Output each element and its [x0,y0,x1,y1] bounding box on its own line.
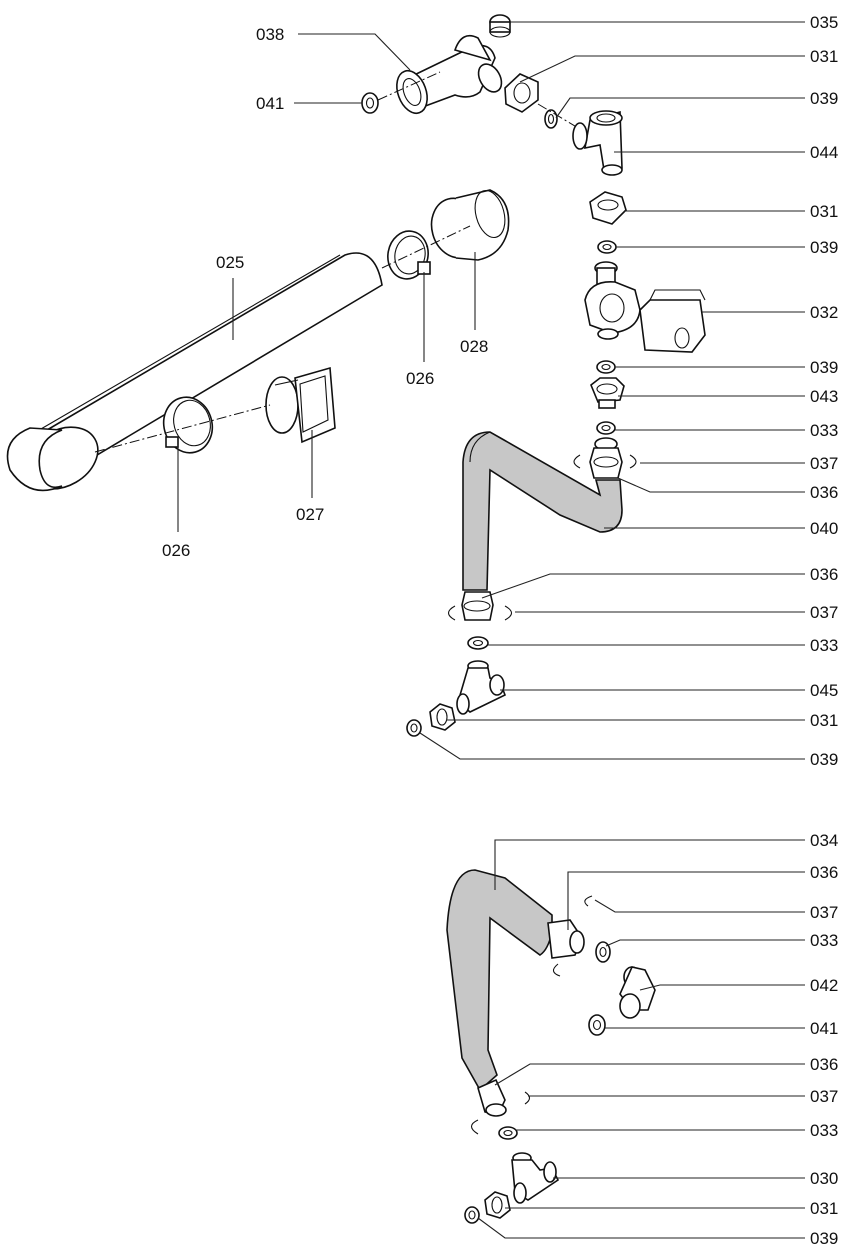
label-036-b: 036 [810,565,838,584]
label-033-a: 033 [810,421,838,440]
label-032: 032 [810,303,838,322]
clip-037-lg2 [552,963,561,977]
tee-fitting-038 [396,34,503,115]
label-030: 030 [810,1169,838,1188]
nut-031-lg [484,1191,511,1219]
callout-labels: 035 031 039 044 031 039 032 039 043 033 … [162,13,838,1248]
label-043: 043 [810,387,838,406]
label-033-d: 033 [810,1121,838,1140]
label-045: 045 [810,681,838,700]
clamp-026-upper [387,230,431,280]
clip-037-lower-left [447,605,456,621]
connector-036-lower-group-lower [477,1078,507,1117]
washer-039-second [597,240,617,254]
clip-037-right [629,454,637,469]
clip-037-lower-right [504,605,513,621]
label-037-a: 037 [810,454,838,473]
label-042: 042 [810,976,838,995]
label-027: 027 [296,505,324,524]
washer-039-lower [406,719,422,737]
label-031-c: 031 [810,711,838,730]
washer-041-upper [361,92,379,114]
label-031-b: 031 [810,202,838,221]
label-039-c: 039 [810,358,838,377]
label-037-d: 037 [810,1087,838,1106]
clip-037-lg3 [524,1091,531,1105]
label-031-d: 031 [810,1199,838,1218]
label-037-c: 037 [810,903,838,922]
label-034: 034 [810,831,838,850]
label-031-a: 031 [810,47,838,66]
sleeve-028 [430,189,510,261]
label-038: 038 [256,25,284,44]
connector-036-lower-group-upper [547,919,585,959]
label-041-a: 041 [256,94,284,113]
label-028: 028 [460,337,488,356]
elbow-042 [619,966,656,1019]
label-035: 035 [810,13,838,32]
label-026-b: 026 [162,541,190,560]
fitting-027 [265,366,336,444]
label-036-c: 036 [810,863,838,882]
parts-drawing [6,14,706,1224]
label-044: 044 [810,143,838,162]
label-037-b: 037 [810,603,838,622]
tee-piece-044 [572,110,623,176]
pump-032 [584,261,706,353]
tube-025 [6,252,383,492]
leader-lines [177,21,805,1239]
clip-037-lg1 [584,895,593,907]
label-036-d: 036 [810,1055,838,1074]
clamp-026-left [162,396,214,454]
hose-034 [446,869,553,1092]
washer-039-third [596,360,616,374]
label-039-a: 039 [810,89,838,108]
tee-piece-030 [511,1152,560,1204]
label-033-b: 033 [810,636,838,655]
label-039-e: 039 [810,1229,838,1248]
washer-033-lg2 [498,1126,518,1140]
connector-036-lower [461,591,494,621]
connector-036-upper [589,437,623,479]
washer-039-upper [544,109,558,129]
adapter-043 [590,377,625,409]
cap-035 [489,14,511,38]
label-041-b: 041 [810,1019,838,1038]
clip-037-lg4 [470,1119,479,1135]
washer-033-second [467,636,489,650]
washer-039-lg [464,1206,480,1224]
label-025: 025 [216,253,244,272]
label-040: 040 [810,519,838,538]
washer-033-lg1 [595,941,611,963]
label-036-a: 036 [810,483,838,502]
nut-031-upper [504,73,539,113]
label-039-d: 039 [810,750,838,769]
hose-040 [462,431,623,591]
washer-033-first [596,421,616,435]
nut-031-lower [429,703,456,731]
label-039-b: 039 [810,238,838,257]
nut-031-second [589,191,627,225]
label-033-c: 033 [810,931,838,950]
tee-piece-045 [456,660,507,715]
label-026-a: 026 [406,369,434,388]
washer-041-lower [588,1014,606,1036]
clip-037-left [573,454,581,469]
